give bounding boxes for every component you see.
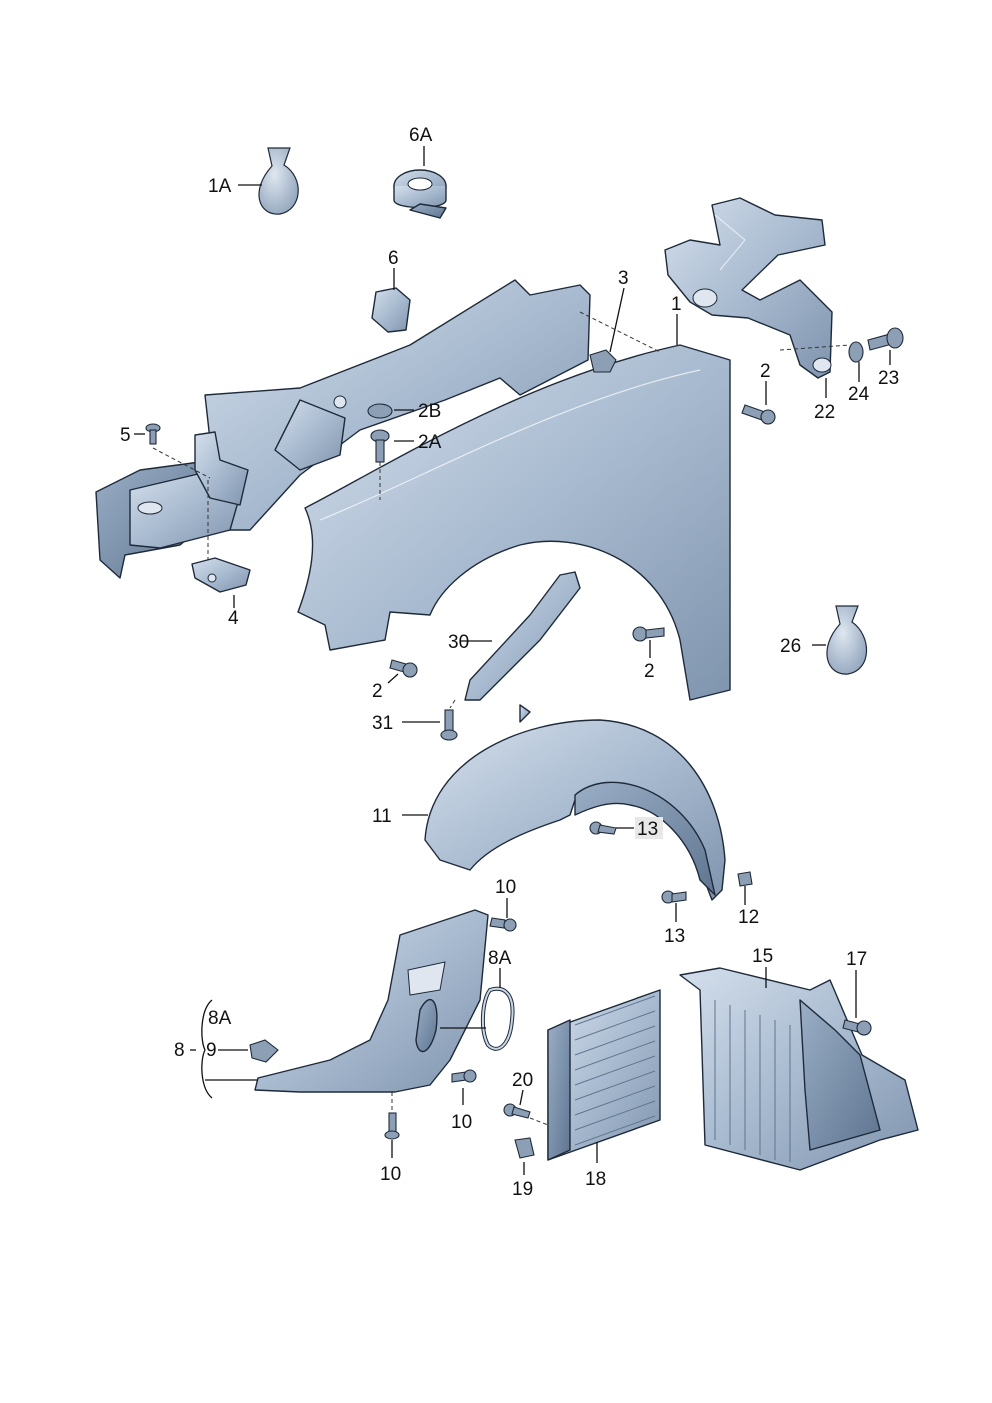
clip-part-9 xyxy=(249,1039,279,1063)
callout-1: 1 xyxy=(671,294,682,315)
callout-3: 3 xyxy=(618,268,629,289)
callout-11: 11 xyxy=(372,806,392,827)
alignment-dashed-lines xyxy=(152,311,851,1126)
callout-1a: 1A xyxy=(208,176,232,197)
callout-9: 9 xyxy=(206,1040,217,1061)
callout-2a: 2A xyxy=(418,432,442,453)
callout-10-bottom: 10 xyxy=(380,1164,401,1185)
sealant-bag-part-26 xyxy=(826,605,868,675)
callout-12: 12 xyxy=(738,907,759,928)
front-fender-part xyxy=(297,344,731,701)
callout-8: 8 xyxy=(174,1040,185,1061)
callout-10-top: 10 xyxy=(495,877,516,898)
callout-26: 26 xyxy=(780,636,801,657)
callout-30: 30 xyxy=(448,632,469,653)
screw-part-31 xyxy=(440,709,458,741)
bracket-part-6 xyxy=(371,287,411,333)
callout-2-upper: 2 xyxy=(760,361,771,382)
callout-highlight-box xyxy=(635,817,663,839)
callout-20: 20 xyxy=(512,1070,533,1091)
callout-6: 6 xyxy=(388,248,399,269)
screw-part-17 xyxy=(842,1019,872,1036)
callout-24: 24 xyxy=(848,384,870,405)
callout-15: 15 xyxy=(752,946,773,967)
screw-part-5 xyxy=(145,423,161,445)
screw-part-10-top xyxy=(489,917,517,932)
bracket-part-4 xyxy=(191,557,251,593)
screw-part-10-mid xyxy=(451,1069,477,1083)
clip-part-12 xyxy=(737,871,753,887)
lower-panel-part-8 xyxy=(254,909,489,1093)
callout-4: 4 xyxy=(228,608,239,629)
air-duct-part-15 xyxy=(679,967,919,1171)
nut-part-3 xyxy=(589,349,617,373)
callout-5: 5 xyxy=(120,425,131,446)
seal-ring-part-8a xyxy=(481,986,515,1051)
tape-roll-part xyxy=(393,169,447,219)
sealant-bag-part xyxy=(258,147,299,215)
callout-18: 18 xyxy=(585,1169,606,1190)
screw-part-2-lower-left xyxy=(389,659,418,678)
callout-31: 31 xyxy=(372,713,393,734)
front-frame-member xyxy=(95,279,591,579)
screw-part-13-lower xyxy=(661,890,687,904)
washer-part-24 xyxy=(848,341,864,363)
callout-2-lower-right: 2 xyxy=(644,661,655,682)
callout-19: 19 xyxy=(512,1179,533,1200)
callout-10-mid: 10 xyxy=(451,1112,472,1133)
callout-22: 22 xyxy=(814,402,835,423)
screw-part-10-bottom xyxy=(384,1112,400,1140)
nut-part-2b xyxy=(367,403,393,419)
screw-part-13-upper xyxy=(589,821,617,835)
callout-23: 23 xyxy=(878,368,899,389)
grille-part-18 xyxy=(547,989,661,1161)
callout-8a-left: 8A xyxy=(208,1008,232,1029)
callout-labels: 1A 6A 6 3 1 22 24 23 2 5 2B 2A 4 30 26 2… xyxy=(120,125,899,1200)
callout-17: 17 xyxy=(846,949,867,970)
callout-8a-right: 8A xyxy=(488,948,512,969)
screw-part-20 xyxy=(503,1103,531,1119)
bolt-part-23 xyxy=(867,327,904,351)
screw-part-2 xyxy=(741,404,776,425)
callout-13-lower: 13 xyxy=(664,926,685,947)
callout-2-lower-left: 2 xyxy=(372,681,383,702)
clip-part-19 xyxy=(514,1137,535,1159)
leader-lines xyxy=(134,146,891,1175)
callout-2b: 2B xyxy=(418,401,441,422)
bracket-plate-part xyxy=(664,197,833,379)
callout-6a: 6A xyxy=(409,125,433,146)
wheel-housing-liner-part xyxy=(424,704,726,901)
screw-part-2-lower-right xyxy=(632,626,665,642)
bolt-part-2a xyxy=(370,429,390,463)
callout-13-upper: 13 xyxy=(637,819,658,840)
seal-strip-part-30 xyxy=(464,571,581,701)
